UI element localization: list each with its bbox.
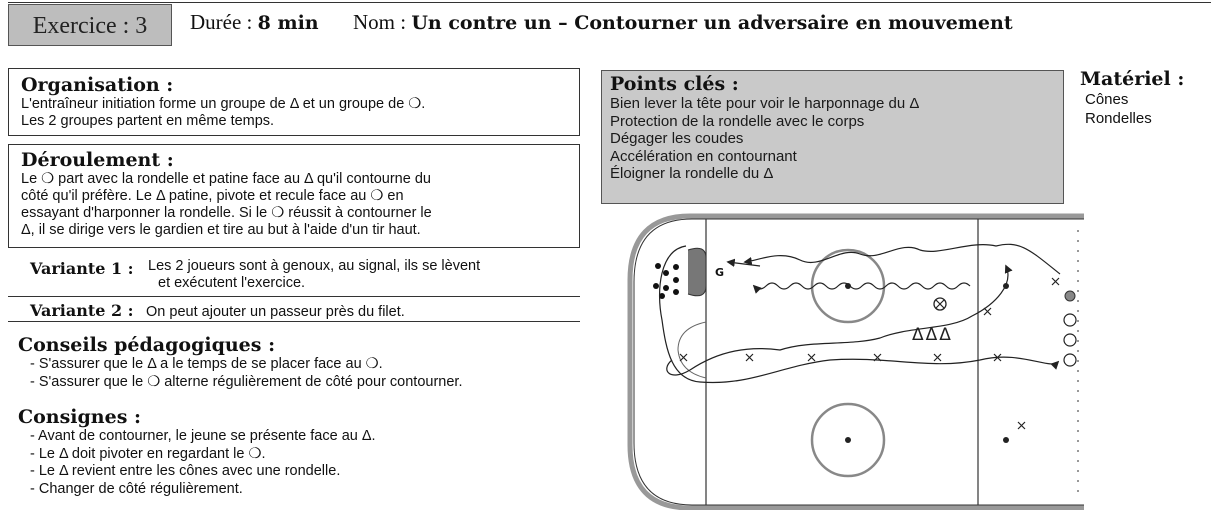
faceoff-dot [845,283,851,289]
variante2: Variante 2 : On peut ajouter un passeur … [30,300,405,322]
crossed-circle-icon [933,297,947,311]
player-group-dots [653,263,679,299]
points-cles-section: Points clés : Bien lever la tête pour vo… [601,70,1064,204]
points-cles-item: Bien lever la tête pour voir le harponna… [610,95,920,112]
goal-crease [677,321,707,379]
points-cles-item: Dégager les coudes [610,130,744,147]
rink-diagram: G ΔΔΔ [627,213,1084,510]
materiel-item: Cônes [1085,91,1129,108]
rink-boards-inner [633,218,1084,506]
duration-value: 8 min [257,12,319,34]
divider [8,321,580,322]
faceoff-dot [845,437,851,443]
faceoff-circle [810,248,886,324]
materiel-item: Rondelles [1085,110,1152,127]
materiel-title: Matériel : [1080,68,1185,90]
player-circle [1063,313,1077,327]
name-value: Un contre un – Contourner un adversaire … [411,12,1013,34]
skater-zigzag-path [752,282,971,294]
deroulement-line: essayant d'harponner la rondelle. Si le … [21,205,432,221]
consignes-section: Consignes : - Avant de contourner, le je… [18,406,588,498]
organisation-title: Organisation : [21,74,174,96]
variante2-label: Variante 2 : [30,301,134,320]
goal-net [687,247,707,297]
puck-icon [1064,290,1076,302]
skater-return-path [659,245,1060,384]
exercise-name: Nom : Un contre un – Contourner un adver… [353,10,1013,35]
variante1-line: Les 2 joueurs sont à genoux, au signal, … [148,258,481,274]
organisation-section: Organisation : L'entraîneur initiation f… [8,68,580,136]
variante1-label: Variante 1 : [30,259,134,278]
exercise-badge: Exercice : 3 [8,4,172,46]
deroulement-line: Δ, il se dirige vers le gardien et tire … [21,222,421,238]
player-circle [1063,353,1077,367]
conseils-item: - S'assurer que le ❍ alterne régulièreme… [30,373,463,390]
goalie-label: G [715,266,724,279]
consignes-item: - Avant de contourner, le jeune se prése… [30,428,376,444]
name-label: Nom : [353,10,407,34]
materiel-section: Matériel : Cônes Rondelles [1080,68,1184,128]
skater-wavy-path-bottom [666,264,1013,376]
points-cles-item: Éloigner la rondelle du Δ [610,165,774,182]
points-cles-item: Protection de la rondelle avec le corps [610,112,865,130]
opponent-x-markers [679,277,1060,430]
variante1-line: et exécutent l'exercice. [158,275,306,291]
top-rule [8,2,1211,3]
consignes-item: - Le Δ doit pivoter en regardant le ❍. [30,445,266,462]
deroulement-title: Déroulement : [21,149,174,171]
deroulement-line: côté qu'il préfère. Le Δ patine, pivote … [21,188,404,204]
points-cles-item: Accélération en contournant [610,147,797,165]
conseils-section: Conseils pédagogiques : - S'assurer que … [18,334,588,391]
player-circle [1063,333,1077,347]
organisation-line: Les 2 groupes partent en même temps. [21,113,275,129]
goalie-arrow [726,258,761,268]
consignes-item: - Le Δ revient entre les cônes avec une … [30,463,341,479]
duration: Durée : 8 min [190,10,319,35]
duration-label: Durée : [190,10,253,34]
deroulement-section: Déroulement : Le ❍ part avec la rondelle… [8,144,580,248]
organisation-line: L'entraîneur initiation forme un groupe … [21,96,426,112]
faceoff-dot [1003,437,1009,443]
points-cles-title: Points clés : [610,73,739,95]
cones-label: ΔΔΔ [912,325,953,345]
conseils-item: - S'assurer que le Δ a le temps de se pl… [30,356,383,372]
rink-boards [627,213,1084,510]
divider [8,296,580,297]
consignes-item: - Changer de côté régulièrement. [30,480,243,497]
deroulement-line: Le ❍ part avec la rondelle et patine fac… [21,171,431,187]
skater-wavy-path-top [743,243,1061,275]
consignes-title: Consignes : [18,406,142,428]
variante2-text: On peut ajouter un passeur près du filet… [146,304,405,320]
conseils-title: Conseils pédagogiques : [18,334,276,356]
faceoff-circle [810,402,886,478]
